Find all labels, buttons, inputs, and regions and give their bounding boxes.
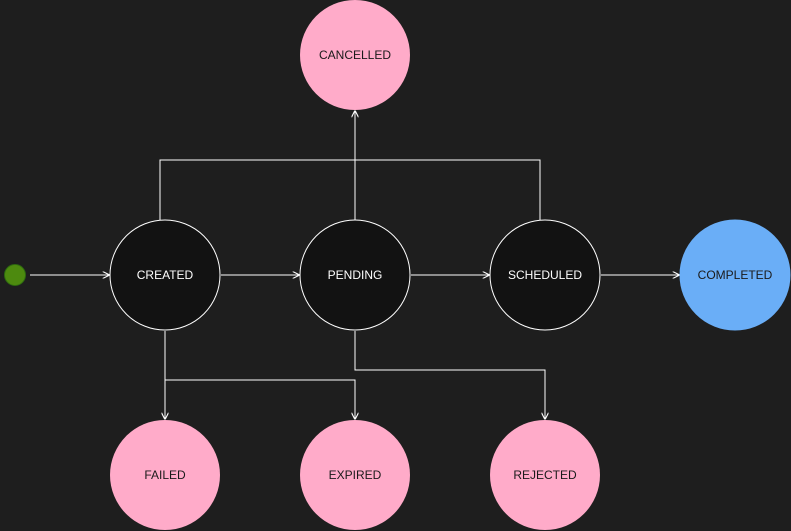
state-failed-circle <box>110 420 220 530</box>
state-pending: PENDING <box>299 219 411 331</box>
state-completed: COMPLETED <box>679 219 791 331</box>
state-rejected: REJECTED <box>490 420 600 530</box>
edge-created-to-expired <box>165 379 355 419</box>
state-cancelled-circle <box>300 0 410 110</box>
state-created: CREATED <box>109 219 221 331</box>
state-completed-label: COMPLETED <box>698 268 773 282</box>
state-rejected-label: REJECTED <box>513 468 577 482</box>
edge-scheduled-to-cancelled <box>355 159 541 221</box>
state-scheduled-circle <box>489 219 601 331</box>
state-cancelled-label: CANCELLED <box>319 48 391 62</box>
state-failed-label: FAILED <box>144 468 186 482</box>
edge-pending-to-rejected <box>354 331 545 419</box>
state-expired-label: EXPIRED <box>329 468 382 482</box>
initial-state-dot <box>4 264 26 286</box>
edges <box>30 111 679 419</box>
edge-created-to-cancelled <box>159 159 355 221</box>
state-created-label: CREATED <box>137 268 194 282</box>
state-failed: FAILED <box>110 420 220 530</box>
state-scheduled: SCHEDULED <box>489 219 601 331</box>
state-created-circle <box>109 219 221 331</box>
state-expired-circle <box>300 420 410 530</box>
state-pending-label: PENDING <box>328 268 383 282</box>
state-cancelled: CANCELLED <box>300 0 410 110</box>
state-pending-circle <box>299 219 411 331</box>
state-scheduled-label: SCHEDULED <box>508 268 582 282</box>
state-expired: EXPIRED <box>300 420 410 530</box>
state-completed-circle <box>679 219 791 331</box>
state-rejected-circle <box>490 420 600 530</box>
